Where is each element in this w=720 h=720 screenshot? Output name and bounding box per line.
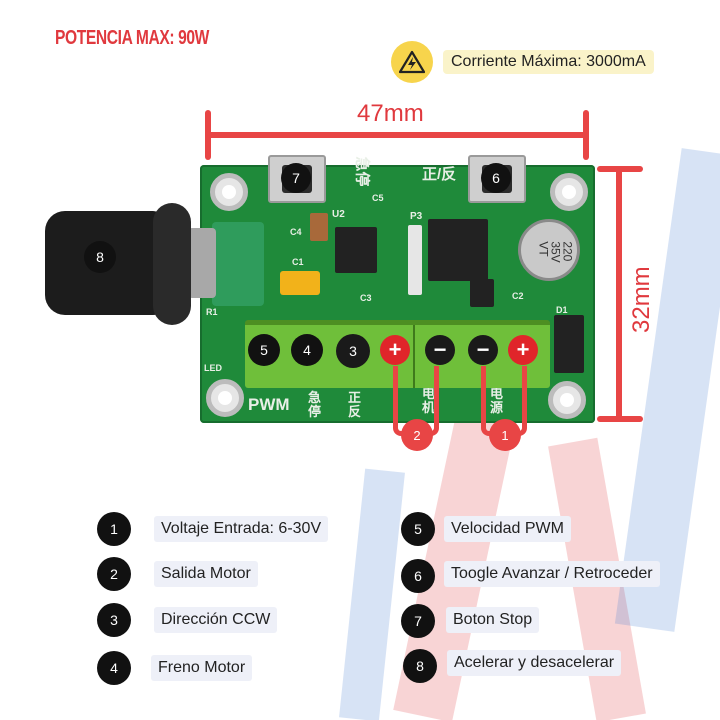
electrolytic-capacitor: 220 35V VT (518, 219, 580, 281)
potentiometer-shaft (188, 228, 216, 298)
width-dimension-line (207, 132, 589, 138)
jumper (280, 271, 320, 295)
motor-minus-pin: − (425, 335, 455, 365)
legend-label-7: Boton Stop (446, 607, 540, 633)
potentiometer-body (212, 222, 264, 306)
speed-knob[interactable] (45, 203, 193, 325)
legend-num-3: 3 (97, 603, 131, 637)
silk-c3: C3 (360, 293, 372, 303)
silk-led: LED (204, 363, 222, 373)
ic-chip-u2 (335, 227, 377, 273)
capacitor-marking: 220 35V VT (536, 241, 575, 263)
watermark-stripe-blue-left (339, 468, 405, 720)
power-plus-pin: + (508, 335, 538, 365)
page-title: POTENCIA MAX: 90W (55, 27, 210, 49)
mount-hole-top-left (210, 173, 248, 211)
mount-hole-bottom-right (548, 381, 586, 419)
silk-stop: 急停 (353, 156, 371, 187)
power-minus-pin: − (468, 335, 498, 365)
marker-5: 5 (248, 334, 280, 366)
silk-c5: C5 (372, 193, 384, 203)
silk-d1: D1 (556, 305, 568, 315)
legend-label-4: Freno Motor (151, 655, 253, 681)
silk-u2: U2 (332, 209, 345, 220)
marker-4: 4 (291, 334, 323, 366)
silk-forward-reverse: 正/反 (422, 166, 457, 183)
legend-label-1: Voltaje Entrada: 6-30V (154, 516, 329, 542)
legend-num-5: 5 (401, 512, 435, 546)
legend-label-5: Velocidad PWM (444, 516, 571, 542)
legend-num-6: 6 (401, 559, 435, 593)
marker-2: 2 (401, 419, 433, 451)
marker-8: 8 (84, 241, 116, 273)
legend-label-8: Acelerar y desacelerar (447, 650, 622, 676)
watermark-stripe-blue (614, 148, 720, 632)
marker-6: 6 (481, 163, 511, 193)
legend-num-4: 4 (97, 651, 131, 685)
motor-plus-pin: + (380, 335, 410, 365)
max-current-label: Corriente Máxima: 3000mA (443, 50, 654, 74)
width-dimension-label: 47mm (357, 100, 424, 127)
silk-pwm: PWM (248, 395, 290, 414)
height-dimension-line (616, 168, 622, 420)
silk-c2: C2 (512, 291, 524, 301)
marker-1: 1 (489, 419, 521, 451)
diode-d1 (554, 315, 584, 373)
p3-header-pins (408, 225, 422, 295)
marker-3: 3 (336, 334, 370, 368)
mount-hole-bottom-left (206, 379, 244, 417)
marker-7: 7 (281, 163, 311, 193)
silk-term-stop: 急停 (308, 390, 322, 419)
mosfet-chip (470, 279, 494, 307)
legend-label-6: Toogle Avanzar / Retroceder (444, 561, 660, 587)
silk-term-motor: 电机 (422, 386, 436, 415)
height-dimension-cap-bottom (597, 416, 643, 422)
silk-c1: C1 (292, 257, 304, 267)
legend-num-2: 2 (97, 557, 131, 591)
legend-num-7: 7 (401, 604, 435, 638)
current-badge: Corriente Máxima: 3000mA (391, 41, 654, 83)
legend-label-2: Salida Motor (154, 561, 258, 587)
width-dimension-cap-right (583, 110, 589, 160)
silk-r1: R1 (206, 307, 218, 317)
regulator-chip (428, 219, 488, 281)
legend-label-3: Dirección CCW (154, 607, 278, 633)
silk-p3: P3 (410, 211, 423, 222)
mount-hole-top-right (550, 173, 588, 211)
legend-num-1: 1 (97, 512, 131, 546)
legend-num-8: 8 (403, 649, 437, 683)
ic-chip-left (310, 213, 328, 241)
height-dimension-label: 32mm (628, 266, 655, 333)
silk-term-fr: 正反 (348, 390, 362, 419)
silk-term-power: 电源 (490, 386, 504, 415)
silk-c4: C4 (290, 227, 302, 237)
high-voltage-warning-icon (391, 41, 433, 83)
